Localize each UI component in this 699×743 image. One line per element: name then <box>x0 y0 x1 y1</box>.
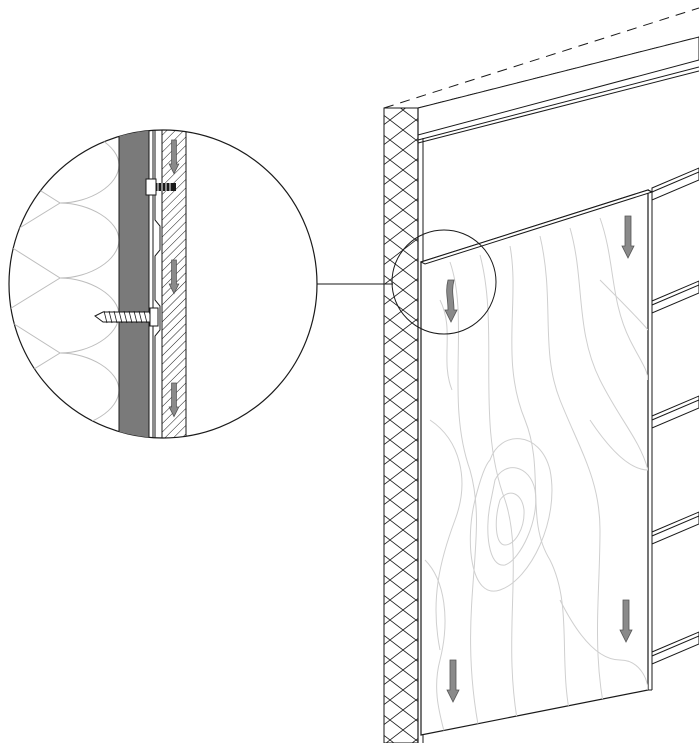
grain-line <box>487 467 537 566</box>
membrane-layer <box>118 130 150 438</box>
screw-icon <box>94 307 159 327</box>
bolt-icon <box>145 178 176 196</box>
detail-arrows <box>168 139 180 418</box>
grain-line <box>589 419 648 471</box>
grain-line <box>449 261 481 735</box>
rail <box>651 280 699 314</box>
rail <box>651 167 699 201</box>
horizontal-rails <box>651 167 699 665</box>
down-arrow-icon <box>619 599 633 643</box>
detail-circle <box>8 129 318 439</box>
grain-line <box>495 492 525 546</box>
panel-arrows <box>444 215 635 703</box>
down-arrow-icon <box>168 139 180 175</box>
down-arrow-icon <box>446 659 460 703</box>
top-framing-member <box>417 36 699 144</box>
grain-line <box>569 227 648 471</box>
grain-line <box>559 599 648 691</box>
rail <box>651 511 699 545</box>
down-arrow-icon <box>621 215 635 259</box>
rail <box>651 631 699 665</box>
grain-line <box>429 419 463 651</box>
insulated-wall-edge <box>383 107 419 743</box>
down-arrow-icon <box>168 382 180 418</box>
grain-line <box>469 438 553 592</box>
detail-leader-line <box>316 229 497 335</box>
grain-line <box>424 559 446 735</box>
mounting-clip-profile <box>154 130 161 438</box>
grain-line <box>599 217 648 381</box>
rail <box>651 395 699 429</box>
down-arrow-icon <box>444 279 458 323</box>
grain-line <box>439 299 453 391</box>
down-arrow-icon <box>168 259 180 295</box>
grain-line <box>479 254 521 735</box>
wood-grain <box>424 217 648 735</box>
grain-line <box>599 279 648 331</box>
plywood-panel <box>419 189 654 736</box>
grain-line <box>539 235 611 735</box>
